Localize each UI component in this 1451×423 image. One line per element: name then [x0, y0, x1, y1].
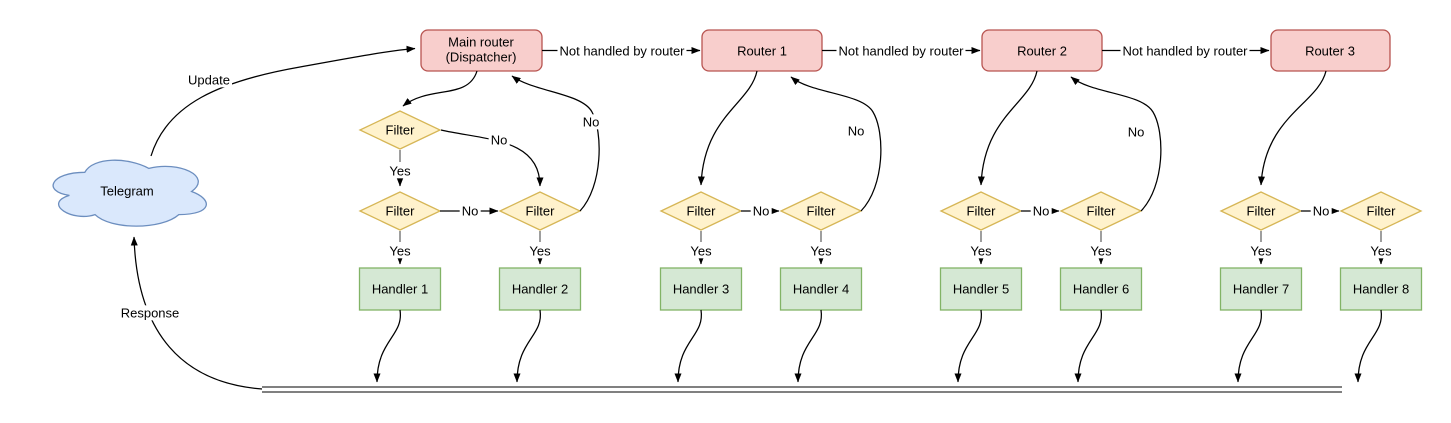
handler-2-label: Handler 2 [511, 281, 569, 297]
main-router-label-line1: Main router [448, 34, 514, 50]
arrow-handler-to-bus [954, 309, 982, 383]
yes-label: Yes [1368, 243, 1394, 259]
arrow-update [150, 45, 416, 157]
arrow-handler-to-bus [794, 309, 822, 383]
main-router-label-line2: (Dispatcher) [445, 50, 517, 65]
yes-label: Yes [387, 243, 413, 259]
no-label: No [488, 132, 510, 148]
router-3-node [1270, 29, 1391, 72]
no-label: No [845, 123, 867, 139]
router-2-label: Router 2 [1017, 42, 1067, 58]
filter-diamond [1339, 191, 1423, 231]
handler-8-node [1339, 267, 1423, 311]
yes-label: Yes [387, 163, 413, 179]
no-label: No [459, 203, 481, 219]
arrow-no-return-router-1 [790, 76, 882, 212]
filter-diamond [358, 110, 442, 150]
handler-4-node [779, 267, 863, 311]
handler-1-label: Handler 1 [371, 281, 429, 297]
arrow-handler-to-bus [1354, 309, 1382, 383]
handler-3-node [659, 267, 743, 311]
no-label: No [1310, 203, 1332, 219]
filter-label: Filter [1086, 203, 1116, 219]
yes-label: Yes [688, 243, 714, 259]
arrow-no-return-main-router [511, 75, 600, 212]
arrow-router-1-to-filter [697, 70, 758, 186]
main-router-label: Main router (Dispatcher) [446, 35, 517, 66]
handler-7-node [1219, 267, 1303, 311]
router-1-label: Router 1 [737, 42, 787, 58]
router-3-label: Router 3 [1305, 42, 1355, 58]
handler-6-label: Handler 6 [1072, 281, 1130, 297]
filter-label: Filter [1366, 203, 1396, 219]
filter-label: Filter [806, 203, 836, 219]
yes-label: Yes [808, 243, 834, 259]
handler-7-label: Handler 7 [1232, 281, 1290, 297]
response-label: Response [118, 305, 182, 321]
no-label: No [750, 203, 772, 219]
handler-1-node [358, 267, 442, 311]
filter-label: Filter [686, 203, 716, 219]
filter-label: Filter [966, 203, 996, 219]
yes-label: Yes [1248, 243, 1274, 259]
arrow-handler-to-bus [674, 309, 702, 383]
handler-8-label: Handler 8 [1352, 281, 1410, 297]
handler-6-node [1059, 267, 1143, 311]
not-handled-label: Not handled by router [557, 42, 687, 59]
telegram-cloud [52, 159, 207, 227]
arrow-main-router-to-filter [402, 70, 478, 107]
filter-label: Filter [525, 203, 555, 219]
arrow-handler-to-bus [513, 309, 541, 383]
arrow-no-return-router-2 [1070, 76, 1162, 212]
filter-label: Filter [1246, 203, 1276, 219]
no-label: No [1125, 124, 1147, 140]
not-handled-label: Not handled by router [836, 42, 966, 59]
arrow-response [130, 236, 263, 390]
yes-label: Yes [968, 243, 994, 259]
yes-label: Yes [527, 243, 553, 259]
handler-5-label: Handler 5 [952, 281, 1010, 297]
arrow-handler-to-bus [1074, 309, 1102, 383]
no-label: No [580, 114, 602, 130]
telegram-label: Telegram [100, 183, 154, 199]
handler-4-label: Handler 4 [792, 281, 850, 297]
arrow-router-2-to-filter [977, 70, 1038, 186]
update-label: Update [186, 72, 232, 88]
yes-label: Yes [1088, 243, 1114, 259]
filter-label: Filter [385, 203, 415, 219]
arrow-router-3-to-filter [1258, 70, 1327, 186]
handler-3-label: Handler 3 [672, 281, 730, 297]
not-handled-label: Not handled by router [1120, 42, 1250, 59]
no-label: No [1030, 203, 1052, 219]
arrow-handler-to-bus [1234, 309, 1262, 383]
handler-2-node [498, 267, 582, 311]
arrow-handler-to-bus [373, 309, 401, 383]
filter-label: Filter [385, 122, 415, 138]
